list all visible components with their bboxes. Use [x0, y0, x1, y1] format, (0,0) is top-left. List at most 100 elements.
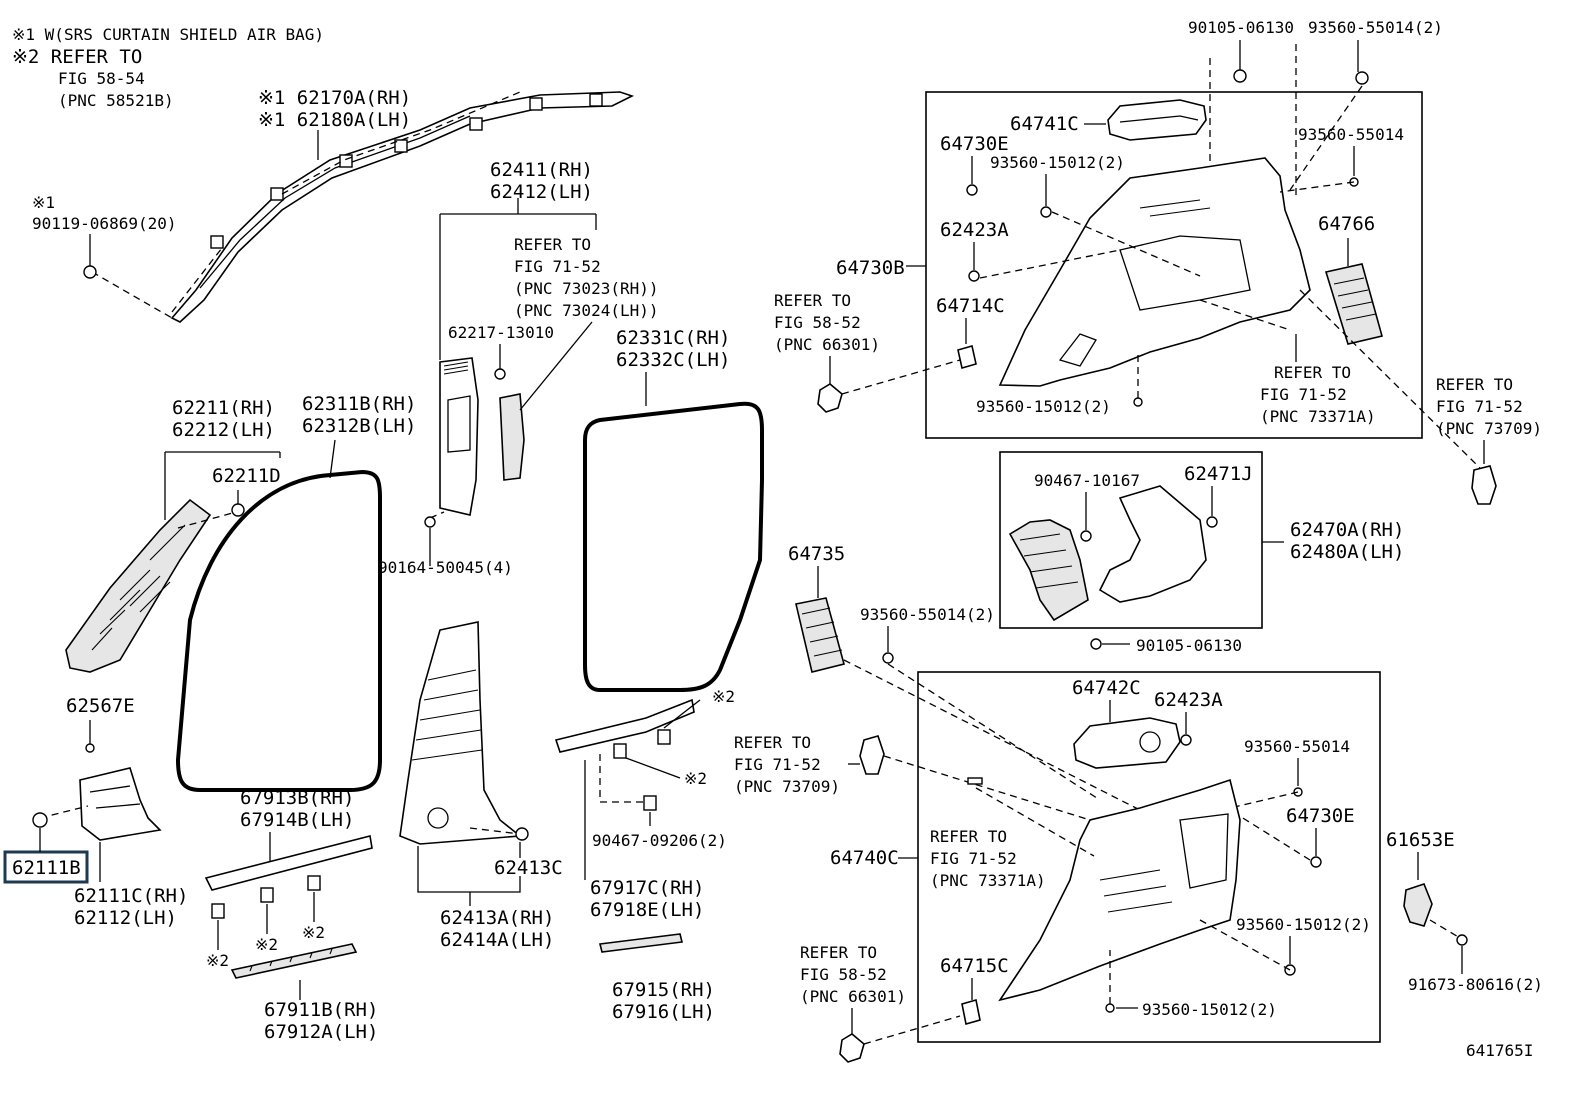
clip-62471J[interactable]	[1206, 516, 1218, 528]
label-62111B: 62111B	[12, 857, 81, 879]
bolt-90105-mid[interactable]	[1090, 638, 1102, 650]
label-64741C: 64741C	[1010, 113, 1079, 135]
refer-71-52-c-line1: REFER TO	[1436, 375, 1513, 394]
screw-93560-55014-mid[interactable]	[882, 652, 894, 664]
refer-71-52-b-line1: REFER TO	[1274, 363, 1351, 382]
rear-scuff-plate-inner[interactable]	[554, 698, 695, 753]
clip-62217[interactable]	[494, 368, 506, 380]
label-93560-55014-mid: 93560-55014(2)	[860, 605, 995, 624]
quarter-trim-rh[interactable]	[998, 157, 1311, 387]
note-refer-line2: FIG 58-54	[58, 69, 145, 88]
label-61653E: 61653E	[1386, 829, 1455, 851]
note-refer-line1: ※2 REFER TO	[12, 46, 142, 68]
quarter-trim-lh-box	[917, 671, 1381, 1043]
refer-71-52-e-line3: (PNC 73371A)	[930, 871, 1046, 890]
front-pillar-garnish[interactable]	[65, 498, 212, 673]
hook-73709-bot[interactable]	[859, 735, 885, 775]
refer-58-52-a-line3: (PNC 66301)	[774, 335, 880, 354]
rear-door-weatherstrip[interactable]	[583, 401, 764, 692]
deck-trim-box	[999, 451, 1263, 629]
tie-down-hook-bot[interactable]	[839, 1033, 865, 1063]
quarter-trim-rh-box	[925, 91, 1423, 439]
cover-64714C[interactable]	[957, 344, 977, 370]
screw-93560-15012-a[interactable]	[1040, 206, 1052, 218]
label-62480A: 62480A(LH)	[1290, 541, 1404, 563]
bracket-61653E[interactable]	[1403, 883, 1433, 927]
screw-93560-15012-d[interactable]	[1105, 1003, 1115, 1013]
clip-scuff-3[interactable]	[307, 875, 321, 891]
refer-71-52-a-line4: (PNC 73024(LH))	[514, 301, 659, 320]
label-67917C: 67917C(RH)	[590, 877, 704, 899]
label-93560-55014-bot: 93560-55014	[1244, 737, 1350, 756]
cover-64766[interactable]	[1324, 263, 1383, 345]
cover-64715C[interactable]	[961, 998, 981, 1026]
screw-93560-top[interactable]	[1355, 71, 1369, 85]
label-62331C: 62331C(RH)	[616, 327, 730, 349]
label-62423A-bot: 62423A	[1154, 689, 1223, 711]
label-91673: 91673-80616(2)	[1408, 975, 1543, 994]
front-door-weatherstrip[interactable]	[175, 469, 382, 792]
label-62111C: 62111C(RH)	[74, 885, 188, 907]
label-67914B: 67914B(LH)	[240, 809, 354, 831]
front-scuff-plate-inner[interactable]	[204, 835, 373, 891]
cover-64735[interactable]	[795, 597, 845, 673]
clip-62567E[interactable]	[85, 743, 95, 753]
cowl-side-trim[interactable]	[79, 767, 162, 841]
bolt-90105-top[interactable]	[1233, 69, 1247, 83]
clip-62423A-top[interactable]	[968, 270, 980, 282]
refer-71-52-b-line3: (PNC 73371A)	[1260, 407, 1376, 426]
clip-64730E-top[interactable]	[966, 184, 978, 196]
seatbelt-adjuster[interactable]	[499, 393, 525, 481]
bolt-90119[interactable]	[83, 265, 97, 279]
clip-64730E-bot[interactable]	[1310, 856, 1322, 868]
note-airbag: ※1 W(SRS CURTAIN SHIELD AIR BAG)	[12, 25, 324, 44]
pin-73371A-bot[interactable]	[967, 777, 983, 785]
label-93560-55014-r: 93560-55014	[1298, 125, 1404, 144]
clip-rear-scuff-2[interactable]	[613, 743, 627, 759]
rear-door-scuff-plate[interactable]	[599, 933, 683, 953]
mark-2-scuff-b: ※2	[255, 935, 278, 954]
label-90105-mid: 90105-06130	[1136, 636, 1242, 655]
clip-62413C[interactable]	[515, 827, 529, 841]
label-62414A: 62414A(LH)	[440, 929, 554, 951]
refer-71-52-d-line1: REFER TO	[734, 733, 811, 752]
clip-90467-10167[interactable]	[1080, 530, 1092, 542]
label-62412: 62412(LH)	[490, 181, 593, 203]
clip-62111B[interactable]	[32, 812, 48, 828]
label-90119-mark: ※1	[32, 193, 55, 212]
label-64740C: 64740C	[830, 847, 899, 869]
refer-71-52-c-line3: (PNC 73709)	[1436, 419, 1542, 438]
screw-90164[interactable]	[424, 516, 436, 528]
cup-holder-64742C[interactable]	[1073, 717, 1181, 769]
refer-58-52-a-line2: FIG 58-52	[774, 313, 861, 332]
bolt-91673[interactable]	[1456, 934, 1468, 946]
label-90467-09206: 90467-09206(2)	[592, 831, 727, 850]
highlight-62111B-box[interactable]	[3, 850, 89, 884]
clip-62423A-bot[interactable]	[1180, 734, 1192, 746]
label-64730B: 64730B	[836, 257, 905, 279]
clip-62211D[interactable]	[231, 503, 245, 517]
hook-73709-top[interactable]	[1471, 465, 1497, 505]
diagram-id: 641765I	[1466, 1041, 1533, 1060]
clip-scuff-1[interactable]	[211, 903, 225, 919]
label-90467-10167: 90467-10167	[1034, 471, 1140, 490]
quarter-trim-lh[interactable]	[998, 778, 1241, 1002]
clip-90467-09206[interactable]	[643, 795, 657, 811]
center-pillar-garnish-upper[interactable]	[439, 357, 479, 516]
front-door-scuff-plate[interactable]	[230, 943, 358, 979]
center-pillar-garnish-lower[interactable]	[399, 621, 523, 845]
cup-holder-64741C[interactable]	[1107, 99, 1207, 141]
label-64766: 64766	[1318, 213, 1375, 235]
screw-93560-15012-b[interactable]	[1133, 397, 1143, 407]
clip-rear-scuff-1[interactable]	[657, 729, 671, 745]
clip-scuff-2[interactable]	[260, 887, 274, 903]
curtain-airbag-part[interactable]	[170, 91, 635, 323]
label-62312B: 62312B(LH)	[302, 415, 416, 437]
tie-down-hook-top[interactable]	[817, 383, 843, 413]
refer-71-52-a-line3: (PNC 73023(RH))	[514, 279, 659, 298]
deck-trim-62470A[interactable]	[1008, 485, 1207, 622]
label-64715C: 64715C	[940, 955, 1009, 977]
label-93560-15012-d: 93560-15012(2)	[1142, 1000, 1277, 1019]
refer-71-52-d-line3: (PNC 73709)	[734, 777, 840, 796]
